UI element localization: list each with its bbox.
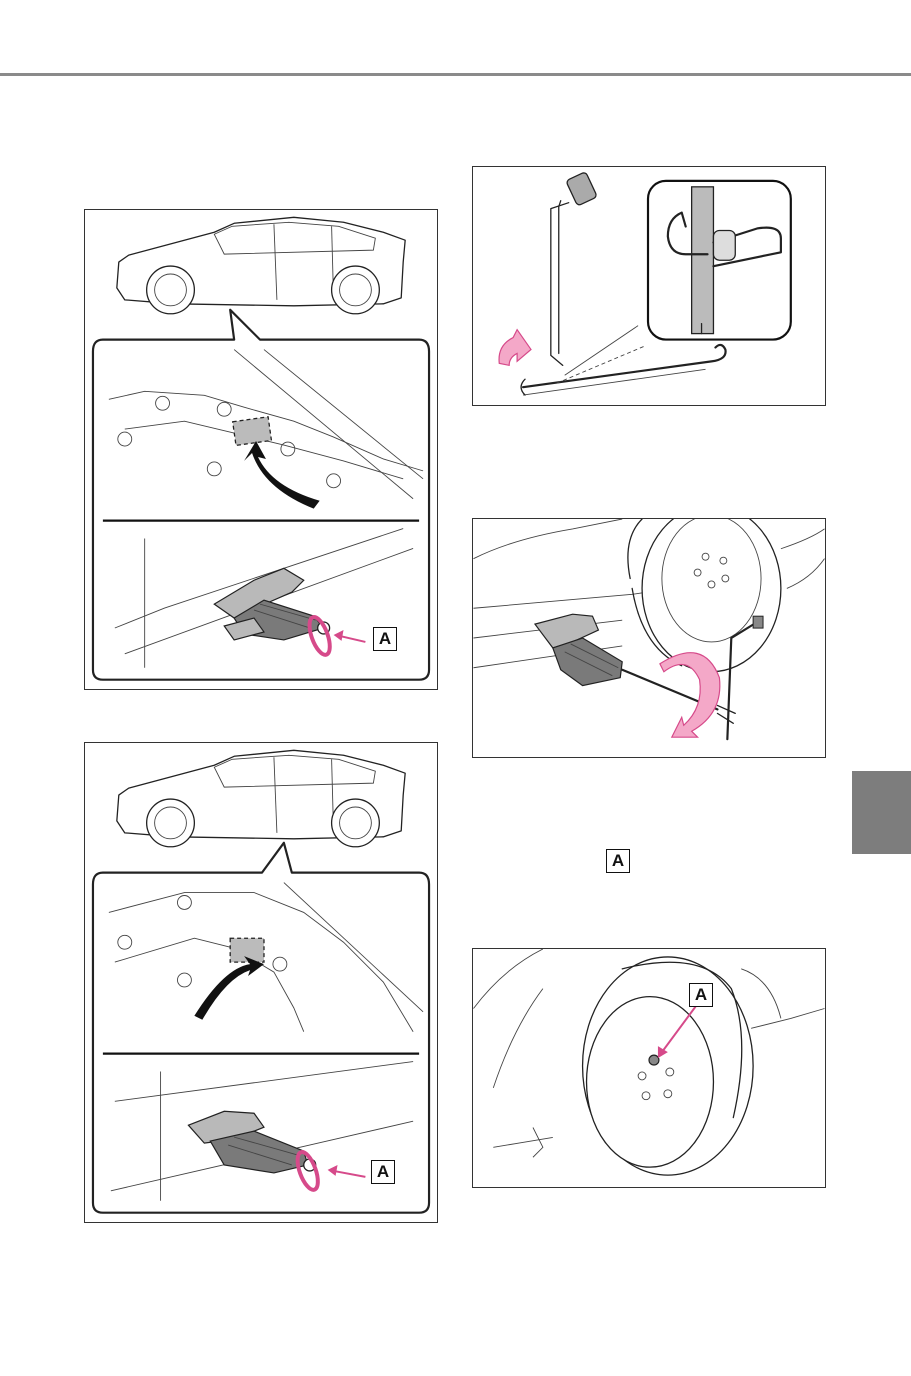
callout-a-front: A	[373, 627, 397, 651]
figure-wheel-nut: A	[472, 948, 826, 1188]
figure-raise-jack	[472, 518, 826, 758]
front-jack-illustration	[85, 210, 437, 689]
raise-jack-illustration	[473, 519, 825, 757]
figure-jack-handle-assembly	[472, 166, 826, 406]
figure-rear-jack-point: A	[84, 742, 438, 1223]
header-rule	[0, 73, 911, 76]
callout-a-text: A	[606, 849, 630, 873]
jack-handle-illustration	[473, 167, 825, 405]
callout-a-wheel: A	[689, 983, 713, 1007]
wheel-nut-illustration	[473, 949, 825, 1187]
figure-front-jack-point: A	[84, 209, 438, 690]
callout-a-rear: A	[371, 1160, 395, 1184]
rear-jack-illustration	[85, 743, 437, 1222]
chapter-tab	[852, 771, 911, 854]
